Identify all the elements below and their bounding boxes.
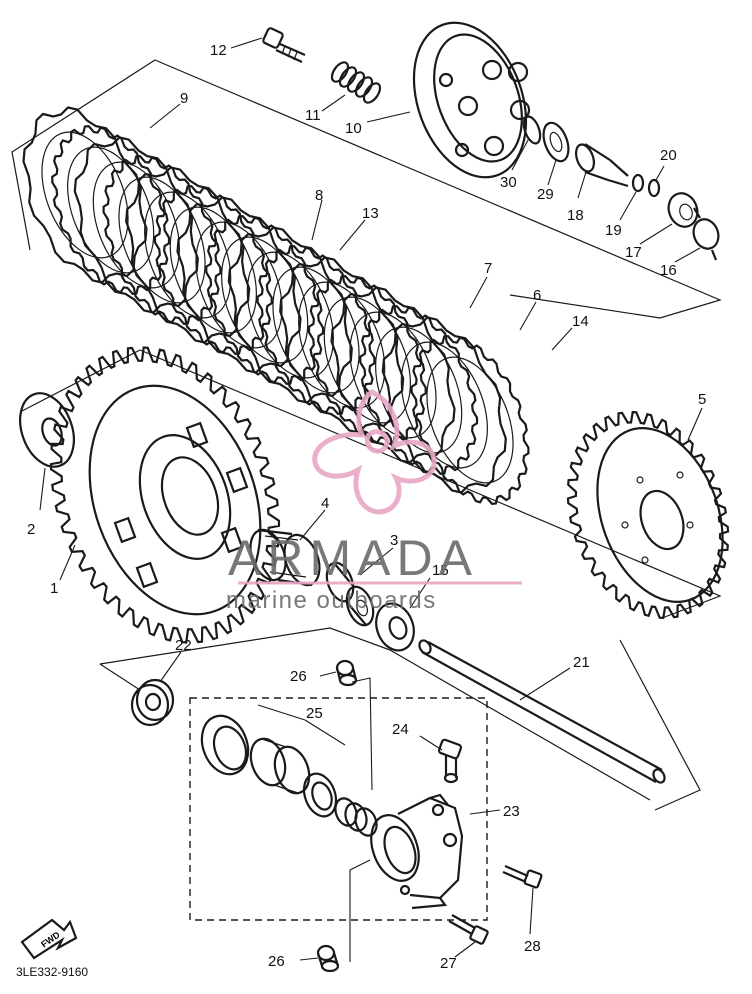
callout-27: 27 bbox=[440, 955, 457, 972]
callout-5: 5 bbox=[698, 391, 706, 408]
drawing-code: 3LE332-9160 bbox=[16, 965, 88, 979]
callout-29: 29 bbox=[537, 186, 554, 203]
clutch-plate bbox=[410, 334, 530, 506]
callout-11: 11 bbox=[305, 107, 321, 124]
part-22-oil-seal bbox=[130, 678, 175, 727]
clutch-plate bbox=[381, 316, 507, 494]
part-12-bolt bbox=[262, 27, 306, 63]
part-18-push-rod bbox=[574, 143, 629, 188]
part-30-washer bbox=[522, 115, 542, 145]
part-10-pressure-plate bbox=[412, 21, 531, 179]
part-26-dowel-pin-lower bbox=[316, 944, 340, 973]
callout-13: 13 bbox=[362, 205, 379, 222]
callout-3: 3 bbox=[390, 532, 398, 549]
callout-8: 8 bbox=[315, 187, 323, 204]
callout-22: 22 bbox=[175, 637, 192, 654]
callout-9: 9 bbox=[180, 90, 188, 107]
callout-25: 25 bbox=[306, 705, 323, 722]
callout-17: 17 bbox=[625, 244, 642, 261]
callout-23: 23 bbox=[503, 803, 520, 820]
callout-numbers: 12 11 10 9 30 29 18 19 20 17 16 8 13 7 6… bbox=[27, 42, 706, 972]
callout-leader-lines bbox=[39, 37, 703, 962]
part-28-bolt bbox=[502, 864, 543, 889]
reference-outlines bbox=[11, 59, 722, 811]
callout-30: 30 bbox=[500, 174, 517, 191]
callout-15: 15 bbox=[432, 562, 449, 579]
callout-4: 4 bbox=[321, 495, 329, 512]
part-5-clutch-boss bbox=[566, 410, 730, 620]
callout-16: 16 bbox=[660, 262, 677, 279]
callout-18: 18 bbox=[567, 207, 584, 224]
callout-24: 24 bbox=[392, 721, 409, 738]
part-15-washer bbox=[375, 602, 415, 652]
clutch-plate-stack bbox=[22, 106, 530, 506]
watermark: ARMADA marine outboards bbox=[226, 389, 522, 614]
callout-26-lower: 26 bbox=[268, 953, 285, 970]
callout-28: 28 bbox=[524, 938, 541, 955]
part-27-bolt bbox=[448, 914, 489, 945]
part-1-clutch-housing bbox=[49, 346, 281, 644]
part-20-ring bbox=[647, 178, 661, 198]
part-17-nut bbox=[667, 192, 699, 228]
callout-2: 2 bbox=[27, 521, 35, 538]
part-4-needle-bearing bbox=[249, 528, 321, 587]
part-25-piston-kit bbox=[200, 714, 378, 837]
part-19-o-ring bbox=[631, 173, 645, 193]
callout-1: 1 bbox=[50, 580, 58, 597]
part-23-release-cylinder bbox=[370, 793, 464, 910]
watermark-logo-icon bbox=[312, 389, 437, 515]
part-2-thrust-washer bbox=[19, 392, 75, 468]
callout-14: 14 bbox=[572, 313, 589, 330]
part-16-lock-washer bbox=[692, 207, 720, 261]
assembly-23-boundary bbox=[189, 697, 488, 921]
callout-10: 10 bbox=[345, 120, 362, 137]
fwd-arrow-icon: FWD bbox=[20, 918, 78, 960]
callout-19: 19 bbox=[605, 222, 622, 239]
callout-12: 12 bbox=[210, 42, 227, 59]
watermark-tagline: marine outboards bbox=[226, 587, 437, 614]
callout-26-upper: 26 bbox=[290, 668, 307, 685]
part-11-spring bbox=[330, 61, 382, 104]
part-21-long-push-rod bbox=[418, 639, 666, 784]
callout-21: 21 bbox=[573, 654, 590, 671]
callout-7: 7 bbox=[484, 260, 492, 277]
part-24-bleed-screw bbox=[437, 738, 463, 784]
watermark-brand: ARMADA bbox=[228, 530, 478, 586]
callout-20: 20 bbox=[660, 147, 677, 164]
callout-6: 6 bbox=[533, 287, 541, 304]
part-29-bearing bbox=[542, 121, 570, 163]
part-26-dowel-pin-upper bbox=[335, 659, 358, 687]
